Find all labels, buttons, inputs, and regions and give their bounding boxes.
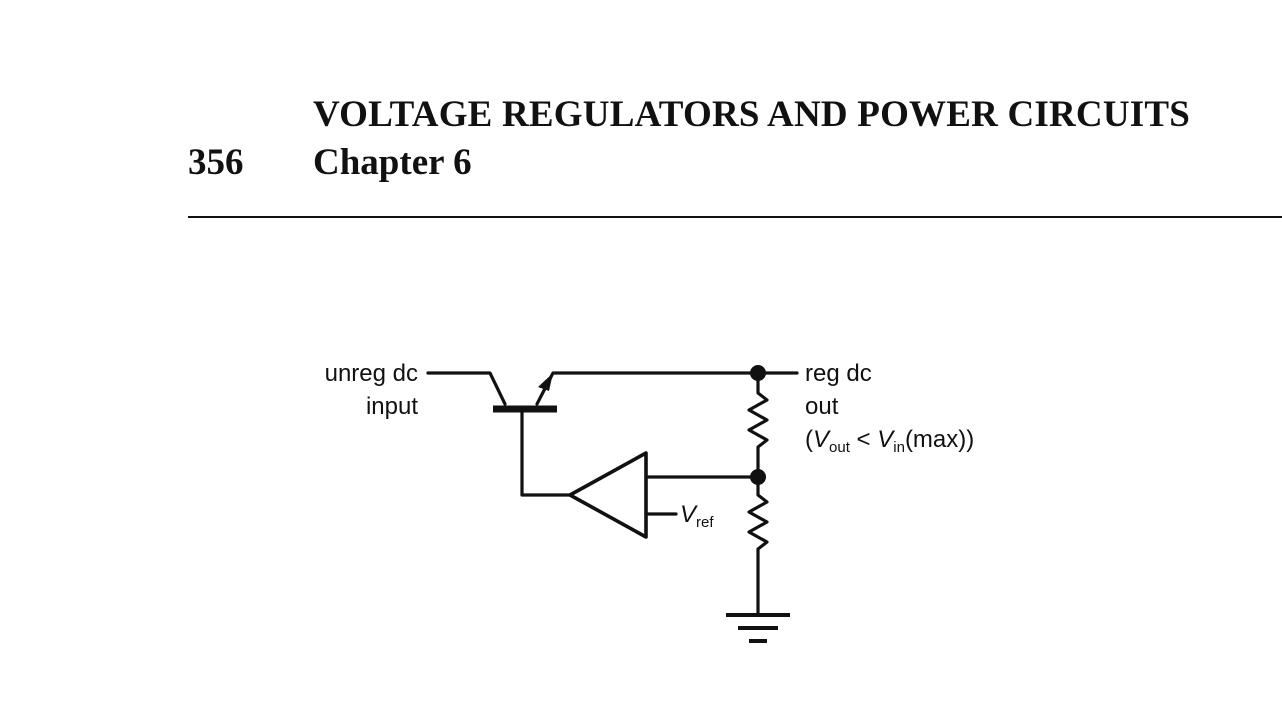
error-amplifier <box>568 451 648 539</box>
emitter-arrow-icon <box>538 373 553 391</box>
running-title: VOLTAGE REGULATORS AND POWER CIRCUITS <box>313 94 1191 135</box>
base-drive-wire <box>520 407 572 497</box>
input-label-line1: unreg dc <box>325 360 418 387</box>
upper-resistor <box>747 371 769 479</box>
chapter-label: Chapter 6 <box>313 142 472 183</box>
emitter-output-wire <box>535 371 760 406</box>
output-label-line2: out <box>805 393 839 420</box>
page-number: 356 <box>188 142 244 183</box>
lower-resistor <box>747 475 769 617</box>
header-rule <box>188 216 1282 218</box>
output-condition: (Vout < Vin(max)) <box>805 426 974 456</box>
input-wire <box>426 371 507 406</box>
output-label-line1: reg dc <box>805 360 872 387</box>
input-label-line2: input <box>366 393 418 420</box>
reference-voltage-label: Vref <box>680 501 714 531</box>
